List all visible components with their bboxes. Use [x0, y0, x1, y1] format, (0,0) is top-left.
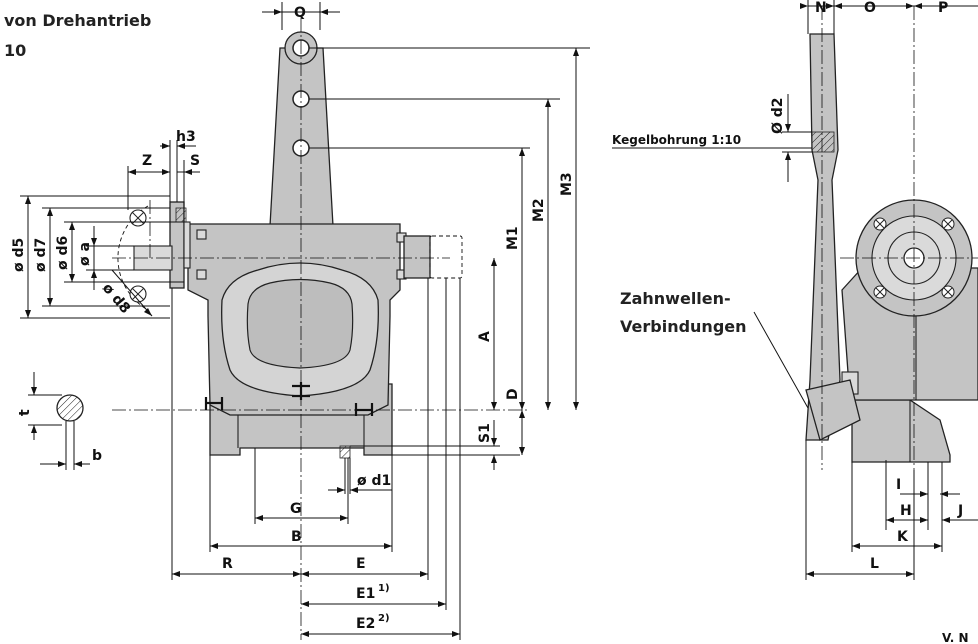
- dim-label-d1: ø d1: [357, 473, 391, 489]
- dim-label-L: L: [870, 556, 879, 572]
- dim-label-J: J: [957, 503, 963, 519]
- dim-label-d8: ø d8: [99, 280, 133, 317]
- dim-label-K: K: [897, 529, 909, 545]
- dim-label-a: ø a: [77, 242, 93, 266]
- side-lever: [805, 33, 841, 441]
- dim-label-B: B: [291, 529, 302, 545]
- dim-note-E1: 1): [378, 583, 390, 594]
- dim-label-N: N: [815, 0, 827, 16]
- dim-label-d5: ø d5: [11, 238, 27, 272]
- dim-label-H: H: [900, 503, 912, 519]
- side-pedestal: [851, 399, 951, 463]
- dim-label-D: D: [505, 388, 521, 400]
- side-dimensions: N O P Ø d2 Kegelbohrung 1:10 Zahnwellen-…: [612, 0, 978, 580]
- output-stub: [403, 235, 431, 279]
- dim-label-M3: M3: [559, 172, 575, 196]
- dim-label-b: b: [92, 448, 102, 464]
- footer-text: V. N: [942, 631, 969, 644]
- title-line-1: von Drehantrieb: [4, 11, 151, 30]
- dim-label-M2: M2: [531, 198, 547, 222]
- dim-label-d2: Ø d2: [770, 97, 786, 134]
- handwheel-inner: [246, 278, 354, 369]
- side-view: [805, 6, 978, 470]
- title-line-2: 10: [4, 41, 26, 60]
- dim-label-E1: E1: [356, 586, 375, 602]
- dim-label-G: G: [290, 501, 302, 517]
- dim-label-M1: M1: [505, 226, 521, 250]
- dim-label-S: S: [190, 153, 200, 169]
- dim-label-P: P: [938, 0, 948, 16]
- lever-arm: [269, 47, 334, 227]
- dim-label-d7: ø d7: [33, 238, 49, 272]
- dim-label-S1: S1: [477, 423, 493, 443]
- dim-label-Z: Z: [142, 153, 152, 169]
- dim-label-t: t: [17, 409, 33, 416]
- dim-label-I: I: [896, 477, 901, 493]
- dim-label-d6: ø d6: [55, 236, 71, 270]
- front-dimensions: Q M1 M2 M3 A D S1: [11, 2, 590, 640]
- dim-label-E2: E2: [356, 616, 375, 632]
- dim-label-E: E: [356, 556, 366, 572]
- note-zahnwellen-2: Verbindungen: [620, 317, 747, 336]
- front-view: [112, 18, 530, 640]
- note-zahnwellen-1: Zahnwellen-: [620, 289, 731, 308]
- shaft-key-section: t b: [17, 372, 102, 470]
- dim-label-R: R: [222, 556, 233, 572]
- dim-label-A: A: [477, 331, 493, 342]
- direction-mark-left: [204, 397, 224, 410]
- dim-label-Q: Q: [294, 5, 306, 21]
- dim-note-E2: 2): [378, 613, 390, 624]
- dim-label-O: O: [864, 0, 876, 16]
- note-kegelbohrung: Kegelbohrung 1:10: [612, 133, 741, 147]
- dim-label-h3: h3: [176, 129, 196, 145]
